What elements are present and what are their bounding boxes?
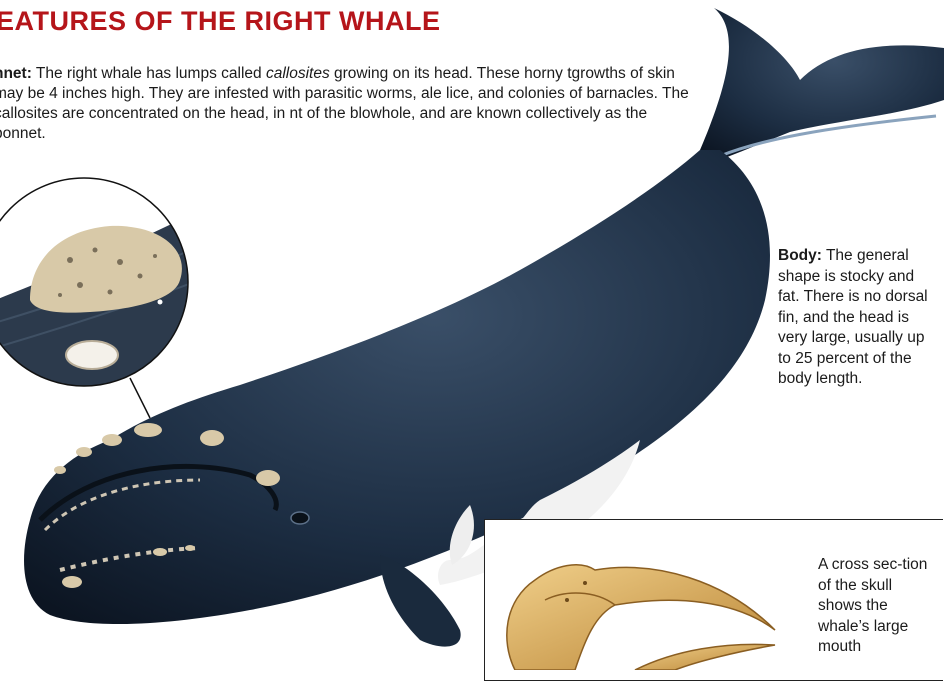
bonnet-label: nnet: <box>0 65 32 82</box>
body-label: Body: <box>778 247 822 264</box>
page-title: EATURES OF THE RIGHT WHALE <box>0 6 441 37</box>
skull-caption: A cross sec-tion of the skull shows the … <box>818 555 938 658</box>
whale-eye <box>291 512 309 524</box>
tail-fluke <box>700 8 944 160</box>
callosites-term: callosites <box>266 65 330 82</box>
bonnet-closeup <box>0 170 200 400</box>
body-text: The general shape is stocky and fat. The… <box>778 247 928 387</box>
bonnet-description: nnet: The right whale has lumps called c… <box>0 64 694 144</box>
body-description: Body: The general shape is stocky and fa… <box>778 246 938 390</box>
bonnet-text-1: The right whale has lumps called <box>32 65 266 82</box>
skull-illustration <box>485 520 805 670</box>
